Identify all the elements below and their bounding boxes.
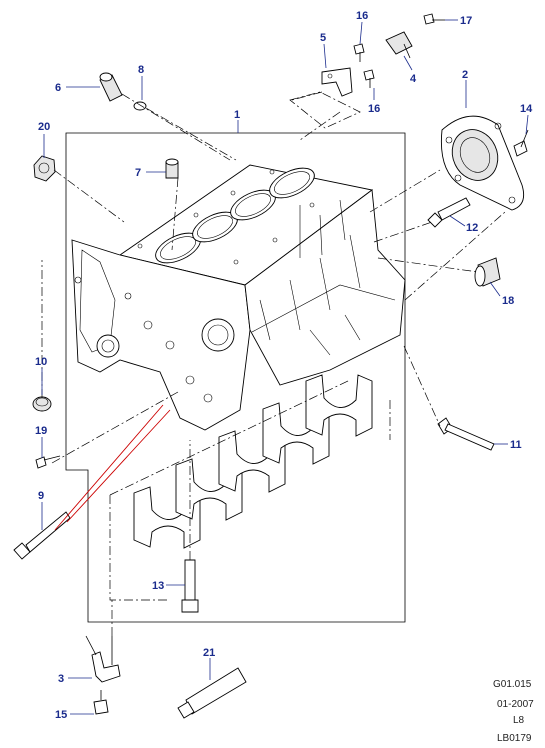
main-bearing-caps[interactable]	[133, 374, 373, 549]
callout-15: 15	[55, 709, 94, 721]
block-group-outline	[65, 132, 406, 623]
svg-text:7: 7	[135, 167, 141, 179]
svg-text:21: 21	[203, 647, 215, 659]
dowel-pin[interactable]	[165, 158, 179, 179]
svg-text:15: 15	[55, 709, 67, 721]
bracket-bolt-upper[interactable]	[353, 43, 365, 62]
svg-text:19: 19	[35, 425, 47, 437]
callout-2: 2	[462, 69, 468, 108]
highlight-guide	[54, 404, 171, 531]
svg-text:2: 2	[462, 69, 468, 81]
callout-4: 4	[403, 55, 417, 85]
oil-gallery-plug[interactable]	[33, 155, 56, 182]
svg-text:4: 4	[410, 73, 417, 85]
callout-16-lower: 16	[368, 88, 380, 115]
callout-6: 6	[55, 82, 100, 94]
svg-text:1: 1	[234, 109, 240, 121]
svg-text:11: 11	[510, 439, 522, 451]
svg-text:12: 12	[466, 222, 478, 234]
ref-model: L8	[513, 715, 525, 726]
callout-16-upper: 16	[356, 10, 368, 45]
callout-8: 8	[138, 64, 144, 100]
callout-18: 18	[489, 281, 514, 307]
callout-12: 12	[449, 215, 478, 234]
svg-text:10: 10	[35, 356, 47, 368]
sealing-washer[interactable]	[133, 101, 147, 111]
rear-seal-housing[interactable]	[440, 115, 525, 211]
crankshaft-sensor[interactable]	[385, 31, 413, 59]
callout-21: 21	[203, 647, 215, 680]
svg-text:3: 3	[58, 673, 64, 685]
ref-sheet: LB0179	[497, 733, 532, 744]
ref-date: 01-2007	[497, 699, 534, 710]
callout-17: 17	[445, 15, 472, 27]
callout-14: 14	[520, 103, 533, 135]
callout-5: 5	[320, 32, 327, 69]
svg-text:16: 16	[356, 10, 368, 22]
svg-text:13: 13	[152, 580, 164, 592]
callout-3: 3	[58, 673, 92, 685]
core-plug[interactable]	[32, 396, 52, 412]
oil-jet-bolt[interactable]	[93, 690, 109, 715]
svg-text:17: 17	[460, 15, 472, 27]
seal-housing-bolt[interactable]	[513, 129, 529, 157]
callout-13: 13	[152, 580, 185, 592]
small-bolt[interactable]	[35, 455, 61, 469]
ref-code: G01.015	[493, 679, 532, 690]
sensor-bracket[interactable]	[321, 67, 353, 97]
callout-9: 9	[38, 490, 44, 530]
long-bolt[interactable]	[437, 417, 495, 451]
svg-text:16: 16	[368, 103, 380, 115]
dowel-bush[interactable]	[474, 257, 501, 287]
callout-20: 20	[38, 121, 50, 158]
sealant-tube[interactable]	[177, 667, 247, 719]
knock-sensor[interactable]	[99, 72, 123, 102]
sensor-bolt[interactable]	[423, 13, 445, 25]
cylinder-block[interactable]	[71, 162, 406, 431]
svg-text:14: 14	[520, 103, 533, 115]
callout-1: 1	[234, 109, 240, 133]
bearing-cap-outline	[109, 379, 391, 601]
svg-text:5: 5	[320, 32, 326, 44]
callout-10: 10	[35, 356, 47, 395]
callout-7: 7	[135, 167, 166, 179]
svg-text:18: 18	[502, 295, 514, 307]
head-bolt[interactable]	[13, 511, 71, 560]
piston-oil-jet[interactable]	[85, 635, 121, 683]
drawing-reference: G01.015 01-2007 L8 LB0179	[493, 679, 534, 744]
svg-text:6: 6	[55, 82, 61, 94]
svg-text:8: 8	[138, 64, 144, 76]
svg-text:9: 9	[38, 490, 44, 502]
main-bearing-bolt[interactable]	[181, 559, 199, 613]
bracket-bolt-lower[interactable]	[363, 69, 375, 88]
svg-text:20: 20	[38, 121, 50, 133]
callout-19: 19	[35, 425, 47, 458]
stud-bolt[interactable]	[427, 197, 471, 228]
callout-11: 11	[494, 439, 522, 451]
bracket-dash-outline	[289, 91, 361, 129]
